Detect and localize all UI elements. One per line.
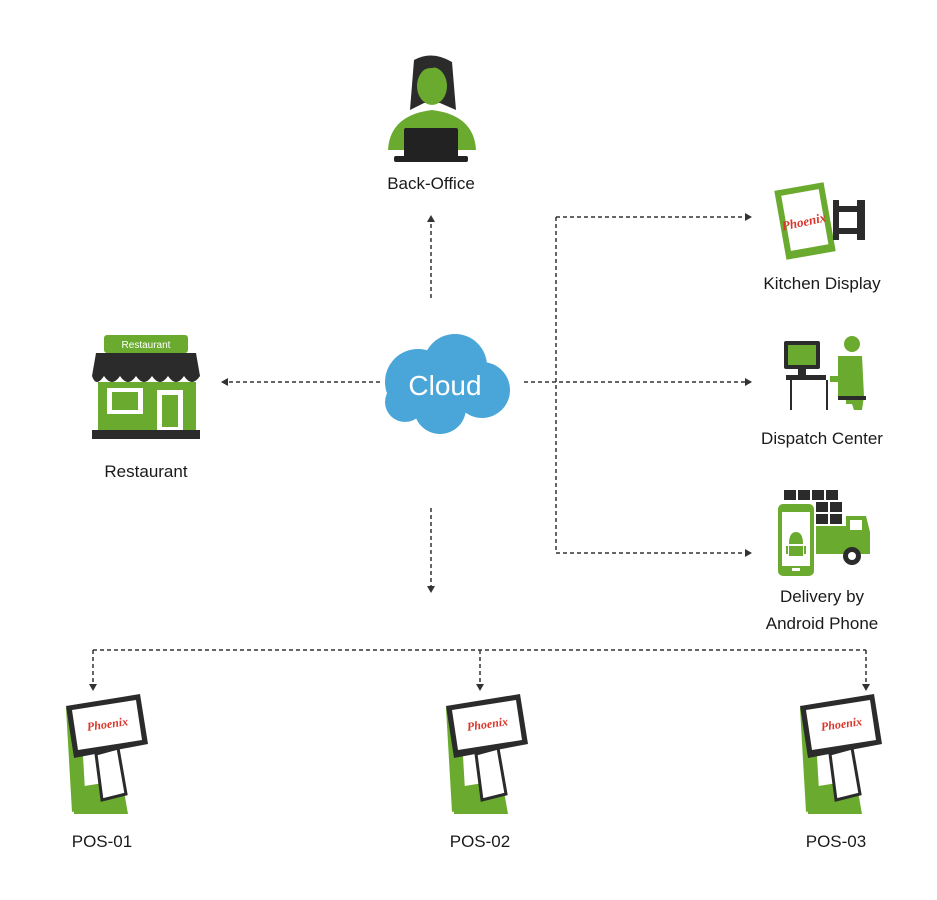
pos-terminal-icon-1: Phoenix (66, 694, 148, 814)
kitchen-display-icon: Phoenix (774, 182, 865, 260)
svg-text:Phoenix: Phoenix (820, 714, 863, 734)
back-office-person-icon (388, 55, 476, 162)
dispatch-center-icon (784, 336, 866, 410)
delivery-truck-phone-icon (778, 490, 870, 576)
pos-02-label: POS-02 (449, 832, 511, 851)
cloud-label: Cloud (408, 370, 481, 401)
connectors (89, 213, 870, 691)
delivery-label-line2: Android Phone (765, 614, 879, 633)
svg-text:Phoenix: Phoenix (466, 714, 509, 734)
pos-01-label: POS-01 (71, 832, 133, 851)
back-office-label: Back-Office (387, 174, 475, 193)
kitchen-display-label: Kitchen Display (763, 274, 881, 293)
cloud-icon: Cloud (385, 334, 510, 434)
restaurant-icon: Restaurant (92, 335, 200, 439)
pos-terminal-shape: Phoenix (66, 694, 148, 814)
restaurant-label: Restaurant (104, 462, 188, 481)
delivery-label-line1: Delivery by (779, 587, 865, 606)
pos-terminal-icon-2: Phoenix (446, 694, 528, 814)
restaurant-sign-text: Restaurant (122, 340, 171, 351)
pos-terminal-icon-3: Phoenix (800, 694, 882, 814)
pos-03-label: POS-03 (805, 832, 867, 851)
dispatch-center-label: Dispatch Center (761, 429, 883, 448)
svg-text:Phoenix: Phoenix (86, 714, 129, 734)
